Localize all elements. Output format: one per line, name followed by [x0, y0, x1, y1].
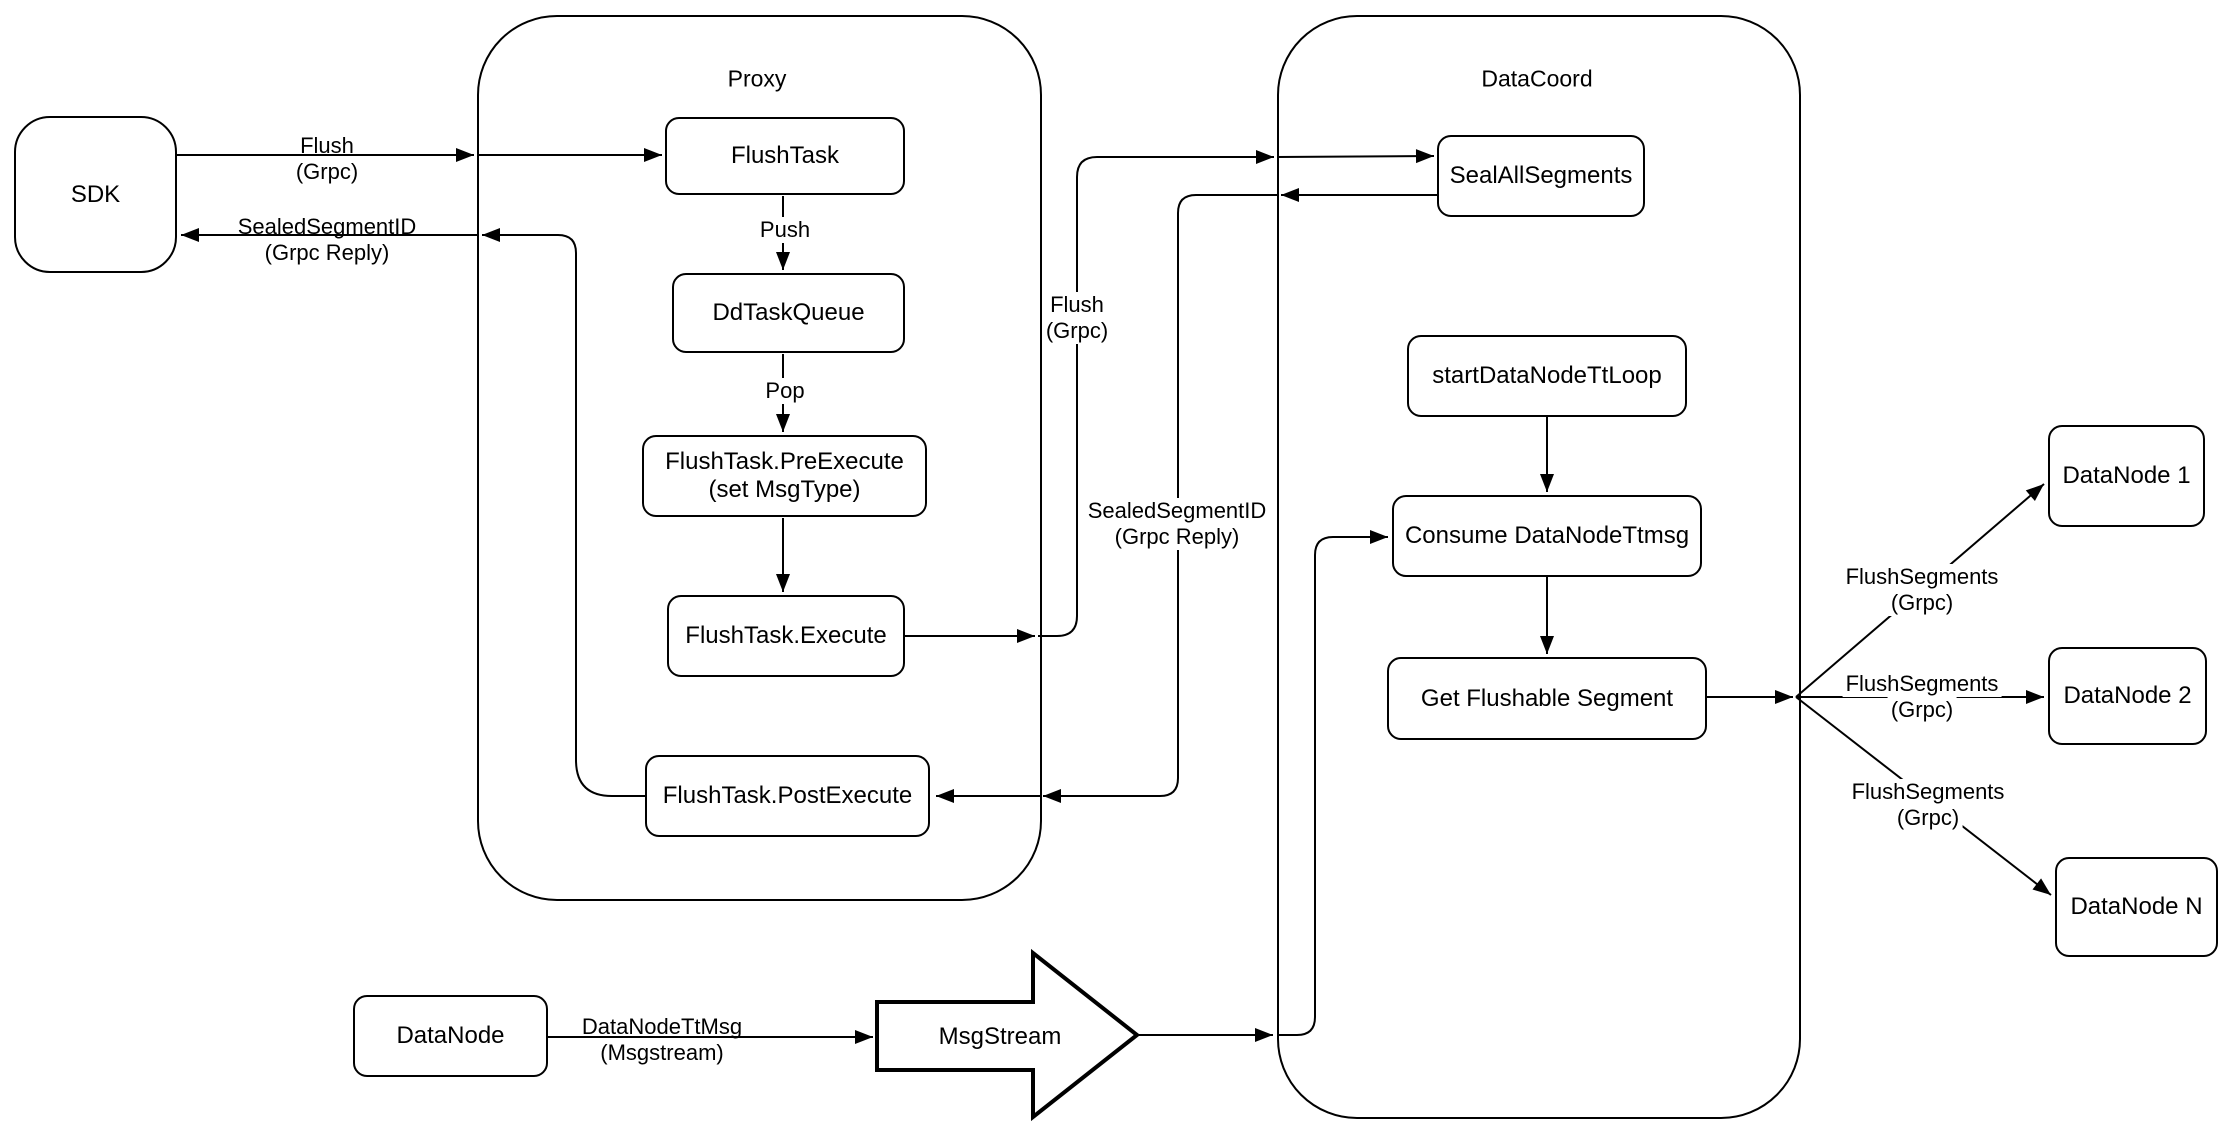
node-datanode-1-label: DataNode 1	[2062, 462, 2191, 490]
edge-label-flushsegments-2: FlushSegments (Grpc)	[1842, 671, 2002, 723]
node-execute: FlushTask.Execute	[667, 595, 905, 677]
edge-into-sealallsegments	[1276, 149, 1435, 164]
node-execute-label: FlushTask.Execute	[685, 622, 887, 650]
edge-label-flushsegments-3: FlushSegments (Grpc)	[1848, 779, 2008, 831]
node-startdatanodettloop: startDataNodeTtLoop	[1407, 335, 1687, 417]
node-datanode-source-label: DataNode	[396, 1022, 505, 1050]
node-datanode-n-label: DataNode N	[2070, 893, 2203, 921]
edge-label-flushsegments-1: FlushSegments (Grpc)	[1842, 564, 2002, 616]
node-get-flushable-segment: Get Flushable Segment	[1387, 657, 1707, 740]
edge-label-datanodettmsg: DataNodeTtMsg (Msgstream)	[581, 1014, 743, 1065]
msgstream-label: MsgStream	[938, 1023, 1062, 1050]
node-preexecute-line2: (set MsgType)	[708, 476, 861, 503]
node-sealallsegments: SealAllSegments	[1437, 135, 1645, 217]
msgstream-arrow-shape	[875, 948, 1141, 1122]
node-datanode-2-label: DataNode 2	[2063, 682, 2192, 710]
node-postexecute: FlushTask.PostExecute	[645, 755, 930, 837]
edge-label-sealedsegmentid-sdk: SealedSegmentID (Grpc Reply)	[237, 214, 417, 265]
edge-label-sealedsegmentid-channel: SealedSegmentID (Grpc Reply)	[1084, 498, 1270, 550]
edge-label-push: Push	[756, 217, 814, 243]
node-get-flushable-segment-label: Get Flushable Segment	[1420, 684, 1674, 712]
node-datanode-1: DataNode 1	[2048, 425, 2205, 527]
proxy-container	[477, 15, 1042, 901]
node-flushtask-label: FlushTask	[730, 142, 840, 170]
datacoord-title: DataCoord	[1481, 65, 1593, 92]
datacoord-container	[1277, 15, 1801, 1119]
node-datanode-2: DataNode 2	[2048, 647, 2207, 745]
node-sdk-label: SDK	[70, 180, 121, 208]
node-postexecute-label: FlushTask.PostExecute	[662, 782, 913, 810]
node-ddtaskqueue: DdTaskQueue	[672, 273, 905, 353]
node-flushtask: FlushTask	[665, 117, 905, 195]
node-sdk: SDK	[14, 116, 177, 273]
edge-label-flush-sdk: Flush (Grpc)	[295, 133, 359, 184]
node-datanode-n: DataNode N	[2055, 857, 2218, 957]
edge-postexecute-out	[482, 228, 645, 797]
edge-sealed-channel	[1043, 194, 1277, 803]
node-consume-datanodettmsg: Consume DataNodeTtmsg	[1392, 495, 1702, 577]
node-preexecute: FlushTask.PreExecute (set MsgType)	[642, 435, 927, 517]
node-ddtaskqueue-label: DdTaskQueue	[712, 299, 865, 327]
node-preexecute-line1: FlushTask.PreExecute	[665, 448, 904, 476]
edge-into-consume	[1277, 530, 1388, 1036]
node-consume-datanodettmsg-label: Consume DataNodeTtmsg	[1404, 522, 1690, 550]
node-datanode-source: DataNode	[353, 995, 548, 1077]
edge-label-pop: Pop	[762, 378, 808, 404]
edge-label-flush-channel: Flush (Grpc)	[1042, 292, 1112, 344]
edge-flush-channel	[1038, 150, 1274, 637]
node-sealallsegments-label: SealAllSegments	[1449, 162, 1633, 190]
node-startdatanodettloop-label: startDataNodeTtLoop	[1432, 362, 1662, 390]
proxy-title: Proxy	[727, 65, 787, 92]
